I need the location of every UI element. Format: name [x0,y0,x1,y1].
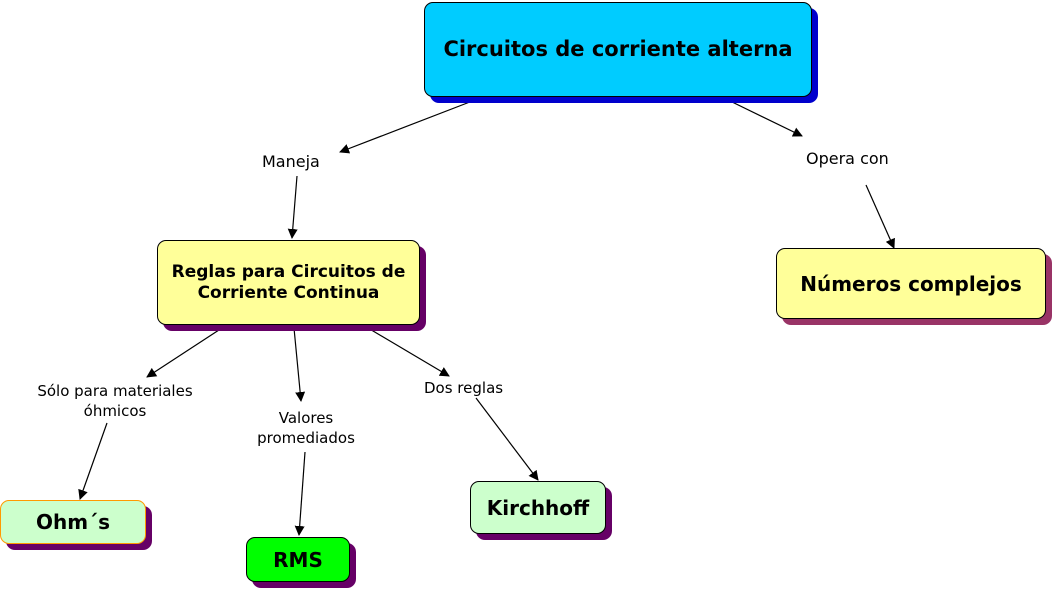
link-opera-complex [865,184,895,249]
node-text: Números complejos [800,271,1022,296]
link-root-maneja [339,99,476,154]
node-text: Reglas para Circuitos de Corriente Conti… [171,262,406,303]
link-rules-valores [293,327,306,402]
node-text: Kirchhoff [486,495,590,520]
link-root-opera [727,99,803,137]
link-solo-ohms [78,422,108,500]
node-text: Circuitos de corriente alterna [443,36,793,61]
link-maneja-rules [287,175,298,239]
link-valores-rms [294,451,306,536]
node-kirchhoff[interactable]: Kirchhoff [470,481,606,534]
node-rms[interactable]: RMS [246,537,350,582]
link-label-maneja: Maneja [262,152,320,171]
node-ohms[interactable]: Ohm´s [0,500,146,544]
link-rules-solo [146,327,223,378]
link-dos-kirchhoff [475,397,539,481]
node-numeros-complejos[interactable]: Números complejos [776,248,1046,319]
link-label-opera-con: Opera con [806,149,889,168]
node-text: RMS [273,547,323,572]
link-rules-dos [367,327,450,377]
link-label-solo-ohmicos: Sólo para materiales óhmicos [37,382,193,421]
node-text: Ohm´s [36,510,110,534]
link-label-valores-promediados: Valores promediados [257,409,355,448]
node-reglas-cc[interactable]: Reglas para Circuitos de Corriente Conti… [157,240,420,325]
node-circuitos-ac[interactable]: Circuitos de corriente alterna [424,2,812,97]
link-label-dos-reglas: Dos reglas [424,379,504,397]
